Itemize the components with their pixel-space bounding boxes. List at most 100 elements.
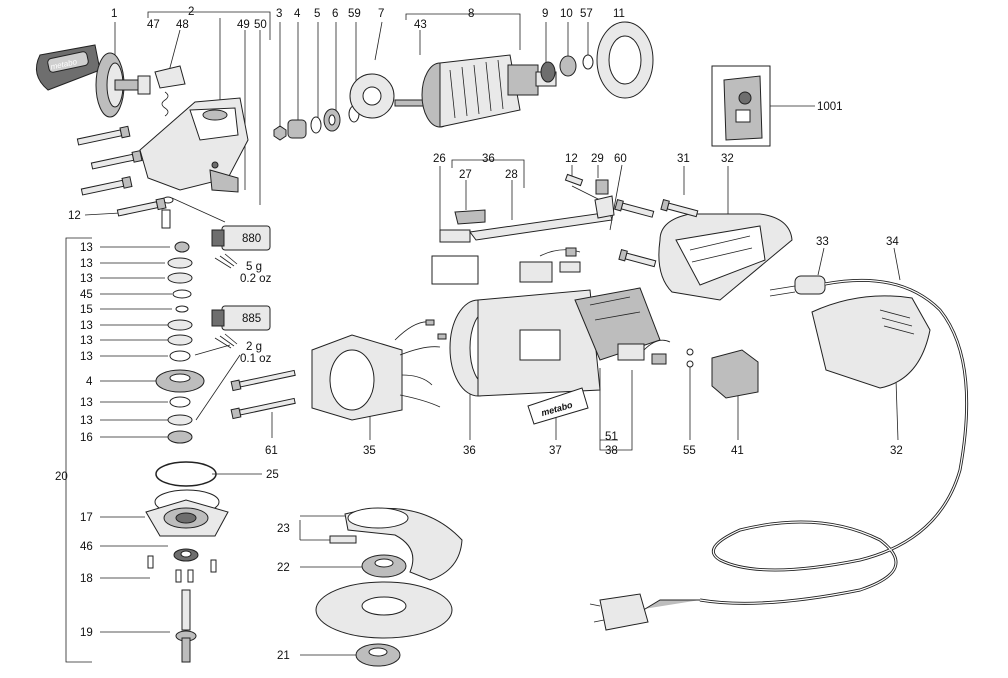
air-guide-ring <box>596 21 654 99</box>
leader-lines <box>65 11 901 663</box>
label-22: 22 <box>277 562 290 574</box>
label-4: 4 <box>294 8 301 20</box>
label-57: 57 <box>580 8 593 20</box>
label-26: 26 <box>433 153 446 165</box>
label-13: 13 <box>80 242 93 254</box>
cover-screws <box>614 199 699 268</box>
wheel-guard <box>329 507 463 581</box>
tube-885-amount: 2 g <box>246 341 262 353</box>
label-48: 48 <box>176 19 189 31</box>
label-28: 28 <box>505 169 518 181</box>
label-50: 50 <box>254 19 267 31</box>
grease-tube-880 <box>211 225 271 269</box>
label-6: 6 <box>332 8 338 20</box>
label-18: 18 <box>80 573 93 585</box>
label-13: 13 <box>80 258 93 270</box>
label-13: 13 <box>80 351 93 363</box>
label-16: 16 <box>80 432 93 444</box>
shaft-small-parts <box>273 73 395 141</box>
armature <box>394 54 594 128</box>
tube-885-unit: 0.1 oz <box>240 353 272 365</box>
label-7: 7 <box>378 8 384 20</box>
label-46: 46 <box>80 541 93 553</box>
brand-plate <box>527 387 589 425</box>
label-35: 35 <box>363 445 376 457</box>
tube-880-unit: 0.2 oz <box>240 273 272 285</box>
stator <box>311 319 447 421</box>
housing-screws <box>76 125 167 217</box>
label-43: 43 <box>414 19 427 31</box>
label-55: 55 <box>683 445 696 457</box>
electronic-parts <box>617 339 759 399</box>
label-32: 32 <box>721 153 734 165</box>
label-17: 17 <box>80 512 93 524</box>
label-13: 13 <box>80 415 93 427</box>
label-15: 15 <box>80 304 93 316</box>
label-51: 51 <box>605 431 618 443</box>
label-61: 61 <box>265 445 278 457</box>
label-41: 41 <box>731 445 744 457</box>
label-10: 10 <box>560 8 573 20</box>
bearing-flange <box>145 489 229 537</box>
clamping-nut <box>355 643 401 667</box>
gear-housing <box>139 97 249 229</box>
label-5: 5 <box>314 8 320 20</box>
label-32: 32 <box>890 445 903 457</box>
label-13: 13 <box>80 335 93 347</box>
label-34: 34 <box>886 236 899 248</box>
tube-885-label: 885 <box>242 313 261 325</box>
label-1: 1 <box>111 8 117 20</box>
label-33: 33 <box>816 236 829 248</box>
label-13: 13 <box>80 320 93 332</box>
label-37: 37 <box>549 445 562 457</box>
grinding-disc <box>315 581 453 639</box>
label-23: 23 <box>277 523 290 535</box>
rear-cover <box>811 295 931 389</box>
label-21: 21 <box>277 650 290 662</box>
label-12: 12 <box>565 153 578 165</box>
label-25: 25 <box>266 469 279 481</box>
label-29: 29 <box>591 153 604 165</box>
power-cable <box>589 275 969 631</box>
label-59: 59 <box>348 8 361 20</box>
switch-screws <box>564 173 609 195</box>
label-3: 3 <box>276 8 282 20</box>
label-31: 31 <box>677 153 690 165</box>
label-2: 2 <box>188 6 194 18</box>
washer-stack <box>155 241 217 487</box>
label-36: 36 <box>482 153 495 165</box>
motor-housing <box>449 287 661 397</box>
part-labels: 1 2 47 48 49 50 3 4 5 6 59 7 8 43 9 10 5… <box>55 6 903 662</box>
switch-slider <box>431 195 615 285</box>
label-12: 12 <box>68 210 81 222</box>
label-4: 4 <box>86 376 93 388</box>
grease-tube-885 <box>211 305 271 349</box>
motor-cover <box>658 213 793 301</box>
support-flange <box>361 554 407 578</box>
tube-880-amount: 5 g <box>246 261 262 273</box>
label-19: 19 <box>80 627 93 639</box>
label-47: 47 <box>147 19 160 31</box>
stator-screws <box>230 369 296 420</box>
label-38: 38 <box>605 445 618 457</box>
label-9: 9 <box>542 8 548 20</box>
spindle-lock-button <box>154 65 186 117</box>
spindle-parts <box>147 548 217 663</box>
label-27: 27 <box>459 169 472 181</box>
switch-wires <box>519 247 581 283</box>
side-handle <box>35 44 151 118</box>
label-20: 20 <box>55 471 68 483</box>
label-60: 60 <box>614 153 627 165</box>
label-13: 13 <box>80 397 93 409</box>
label-11: 11 <box>613 8 625 20</box>
detail-inset <box>711 65 771 147</box>
label-36: 36 <box>463 445 476 457</box>
label-13: 13 <box>80 273 93 285</box>
label-45: 45 <box>80 289 93 301</box>
label-8: 8 <box>468 8 474 20</box>
label-1001: 1001 <box>817 101 843 113</box>
label-49: 49 <box>237 19 250 31</box>
tube-880-label: 880 <box>242 233 261 245</box>
